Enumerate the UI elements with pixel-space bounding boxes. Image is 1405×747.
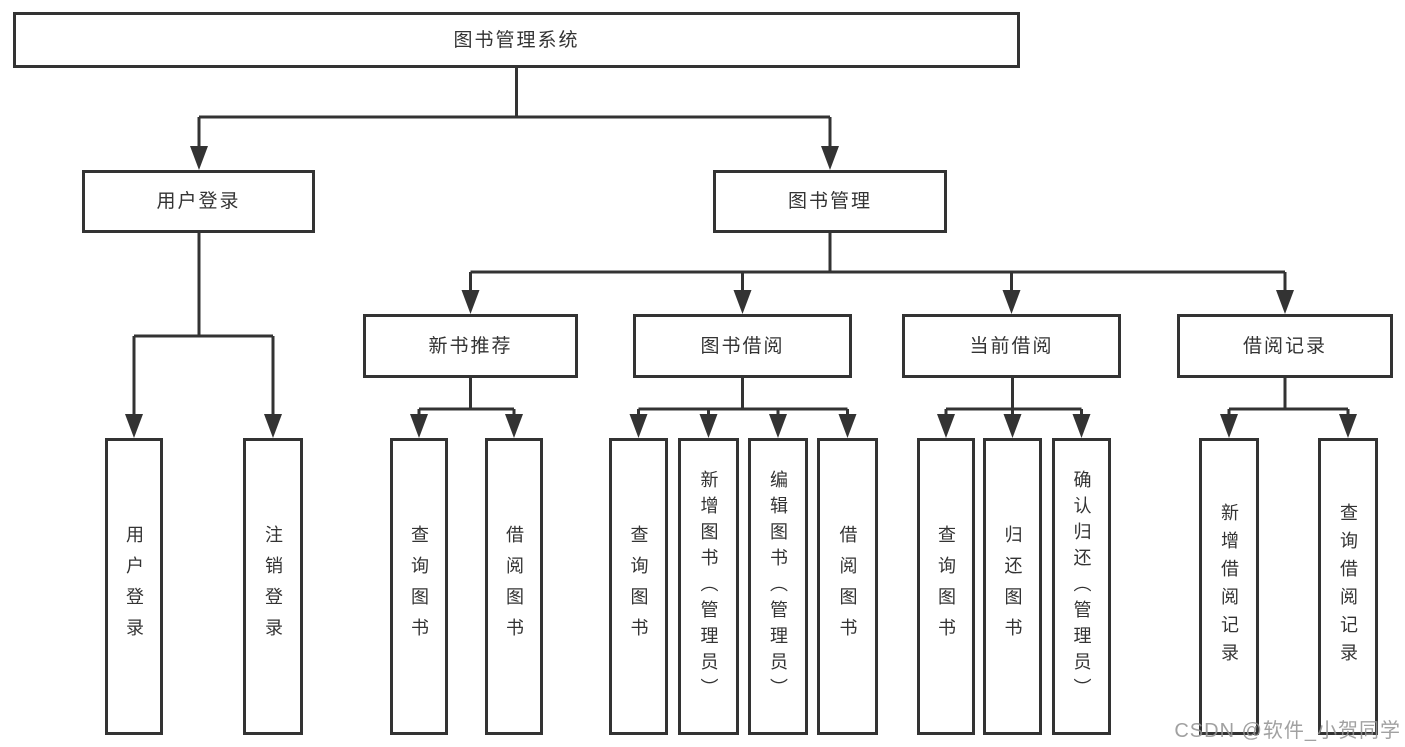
node-leaf-borrow-books: 借阅图书 [817,438,878,735]
node-leaf-query-books-current: 查询图书 [917,438,975,735]
arrow-down-icon [838,414,857,438]
arrow-down-icon [1339,414,1357,438]
node-leaf-add-books-admin: 新增图书（管理员） [678,438,739,735]
arrow-down-icon [1072,414,1091,438]
arrow-down-icon [629,414,648,438]
arrow-down-icon [733,290,752,314]
node-leaf-return-books: 归还图书 [983,438,1042,735]
connector-path [132,67,1350,416]
csdn-watermark: CSDN @软件_小贺同学 [1174,720,1401,742]
node-leaf-query-books-recommend: 查询图书 [390,438,448,735]
arrow-down-icon [505,414,523,438]
node-leaf-borrow-books-recommend: 借阅图书 [485,438,543,735]
arrow-down-icon [461,290,480,314]
node-leaf-user-login: 用户登录 [105,438,163,735]
node-borrowing-records: 借阅记录 [1177,314,1393,378]
node-current-borrowing: 当前借阅 [902,314,1121,378]
node-leaf-query-borrow-record: 查询借阅记录 [1318,438,1378,735]
arrow-down-icon [699,414,718,438]
arrow-down-icon [1276,290,1294,314]
node-new-book-recommendation: 新书推荐 [363,314,578,378]
arrow-down-icon [1220,414,1238,438]
node-leaf-confirm-return-admin: 确认归还（管理员） [1052,438,1111,735]
node-user-login-branch: 用户登录 [82,170,315,233]
arrow-down-icon [125,414,143,438]
node-book-management-branch: 图书管理 [713,170,947,233]
arrow-down-icon [769,414,787,438]
arrow-down-icon [190,146,208,170]
node-leaf-logout: 注销登录 [243,438,303,735]
arrow-down-icon [1003,414,1022,438]
arrow-down-icon [821,146,839,170]
arrow-down-icon [937,414,955,438]
arrowhead-icons [125,146,1357,438]
node-book-borrowing: 图书借阅 [633,314,852,378]
node-leaf-edit-books-admin: 编辑图书（管理员） [748,438,808,735]
node-library-management-system: 图书管理系统 [13,12,1020,68]
node-leaf-add-borrow-record: 新增借阅记录 [1199,438,1259,735]
arrow-down-icon [264,414,282,438]
arrow-down-icon [410,414,428,438]
node-leaf-query-books-borrowing: 查询图书 [609,438,668,735]
arrow-down-icon [1002,290,1021,314]
